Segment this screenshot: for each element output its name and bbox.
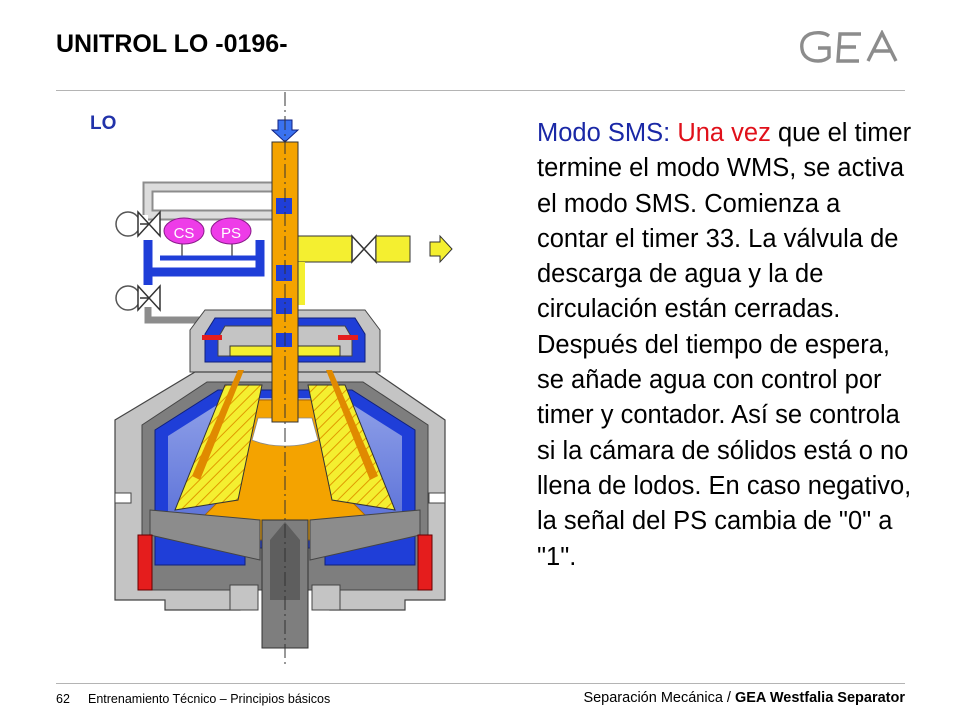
gray-piping	[142, 181, 272, 221]
footer-divider	[56, 683, 905, 684]
brand-name: GEA Westfalia Separator	[734, 690, 905, 706]
inlet-arrow-icon	[270, 119, 300, 143]
outlet-pipe	[272, 234, 411, 305]
description-highlight: Una vez	[677, 119, 771, 147]
page-number: 62	[56, 692, 70, 706]
ps-sensor: PS	[210, 217, 252, 258]
circulation-valve-icon	[115, 284, 161, 312]
header-divider	[56, 90, 905, 91]
cs-sensor: CS	[163, 217, 205, 258]
blue-piping	[143, 240, 265, 324]
section-name: Separación Mecánica /	[583, 690, 735, 706]
outlet-arrow-icon	[429, 234, 453, 264]
ps-sensor-label: PS	[221, 225, 241, 242]
footer-left: 62 Entrenamiento Técnico – Principios bás…	[56, 692, 330, 706]
cs-sensor-label: CS	[174, 225, 195, 242]
mode-label: LO	[90, 113, 117, 134]
water-valve-icon	[115, 210, 161, 238]
separator-diagram: CS PS	[114, 92, 453, 665]
course-name: Entrenamiento Técnico – Principios básic…	[88, 692, 331, 706]
page-title: UNITROL LO -0196-	[56, 30, 288, 58]
description-lead: Modo SMS:	[537, 119, 678, 147]
description-body: que el timer termine el modo WMS, se act…	[537, 119, 912, 571]
footer-right: Separación Mecánica / GEA Westfalia Sepa…	[583, 690, 905, 706]
description-text: Modo SMS: Una vez que el timer termine e…	[537, 116, 917, 575]
gea-logo	[800, 30, 898, 63]
